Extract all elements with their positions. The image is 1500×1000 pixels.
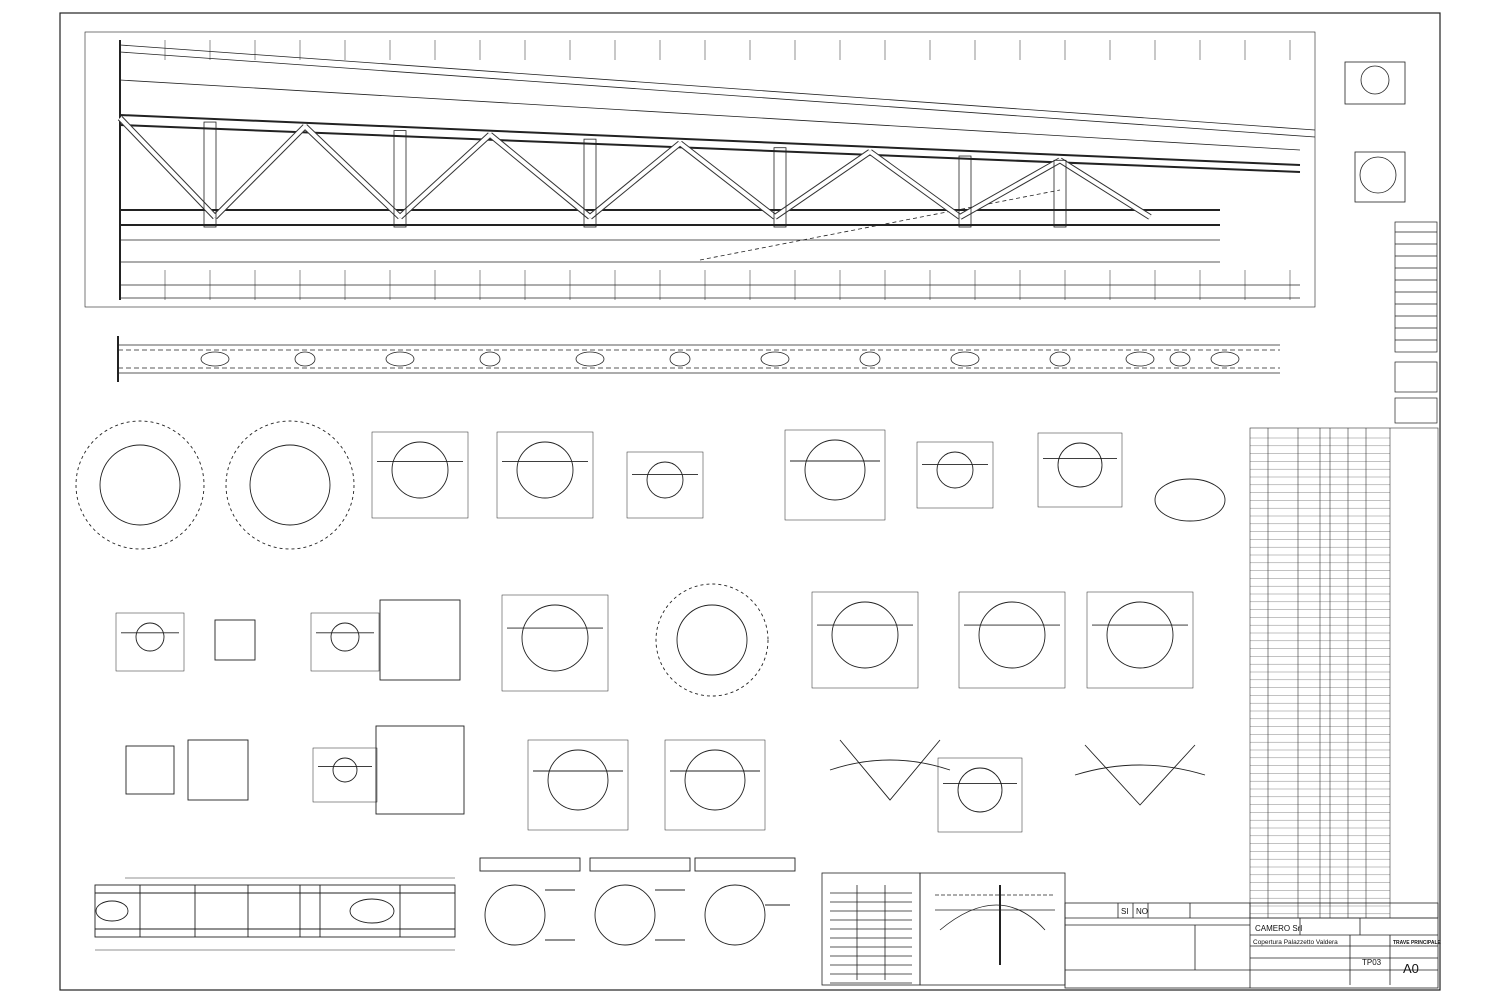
section-frame bbox=[664, 739, 766, 831]
section-frame bbox=[784, 429, 886, 521]
truss-elevation bbox=[84, 31, 1316, 308]
truss-vertical bbox=[203, 121, 217, 228]
plan-node bbox=[200, 351, 230, 367]
section-frame bbox=[115, 612, 185, 672]
plan-node bbox=[294, 351, 316, 367]
section-frame bbox=[501, 594, 609, 692]
section-tube bbox=[646, 461, 684, 499]
parts-list-table bbox=[1249, 427, 1439, 919]
drawing-title: TRAVE PRINCIPALE bbox=[1393, 940, 1442, 946]
plan-node bbox=[669, 351, 691, 367]
section-plate bbox=[375, 725, 465, 815]
section-frame bbox=[310, 612, 380, 672]
weld-tolerance-table bbox=[821, 872, 1066, 986]
section-frame bbox=[527, 739, 629, 831]
truss-plan-strip bbox=[117, 336, 1280, 382]
section-frame bbox=[937, 757, 1023, 833]
plan-node bbox=[859, 351, 881, 367]
section-tube bbox=[1106, 601, 1174, 669]
connection-detail bbox=[829, 739, 951, 801]
sheet-border bbox=[59, 12, 1441, 991]
truss-vertical bbox=[773, 147, 787, 228]
section-tube bbox=[135, 622, 165, 652]
plan-node bbox=[1210, 351, 1240, 367]
section-plate bbox=[187, 739, 249, 801]
section-frame bbox=[626, 451, 704, 519]
section-tube bbox=[391, 441, 449, 499]
connection-detail bbox=[1074, 744, 1206, 806]
bottom-beam-detail bbox=[94, 877, 456, 951]
truss-vertical bbox=[583, 138, 597, 228]
section-tube bbox=[249, 444, 331, 526]
plan-node bbox=[385, 351, 415, 367]
section-tube bbox=[1057, 442, 1103, 488]
truss-diagonal-inner bbox=[773, 150, 872, 219]
section-plate bbox=[125, 745, 175, 795]
section-frame bbox=[916, 441, 994, 509]
truss-diagonal-inner bbox=[588, 141, 682, 219]
revision-block bbox=[1394, 221, 1438, 424]
truss-diagonal-inner bbox=[868, 150, 962, 219]
section-frame bbox=[312, 747, 378, 803]
section-tube bbox=[831, 601, 899, 669]
truss-diagonal-inner bbox=[488, 133, 592, 219]
section-tube bbox=[684, 749, 746, 811]
truss-diagonal-inner bbox=[959, 158, 1061, 219]
truss-vertical bbox=[1053, 159, 1067, 228]
plan-node bbox=[479, 351, 501, 367]
plan-node bbox=[1169, 351, 1191, 367]
truss-vertical bbox=[393, 130, 407, 228]
plan-node bbox=[950, 351, 980, 367]
section-tube bbox=[99, 444, 181, 526]
drawing-number: TP03 bbox=[1362, 958, 1382, 967]
no-checkbox-label: NO bbox=[1136, 907, 1148, 916]
plan-node bbox=[1125, 351, 1155, 367]
section-frame bbox=[1037, 432, 1123, 508]
section-tube bbox=[516, 441, 574, 499]
section-tube bbox=[804, 439, 866, 501]
truss-diagonal-inner bbox=[118, 116, 217, 219]
truss-diagonal-inner bbox=[303, 124, 402, 219]
plan-node bbox=[760, 351, 790, 367]
section-details-top-right bbox=[1344, 61, 1406, 203]
sheet-size: A0 bbox=[1403, 961, 1419, 976]
section-tube bbox=[978, 601, 1046, 669]
section-tube bbox=[332, 757, 358, 783]
section-frame bbox=[811, 591, 919, 689]
section-frame bbox=[1086, 591, 1194, 689]
flange-bolt-circle bbox=[225, 420, 355, 550]
section-plate bbox=[214, 619, 256, 661]
project-name: Copertura Palazzetto Valdera bbox=[1253, 939, 1338, 946]
section-frame bbox=[496, 431, 594, 519]
section-frame bbox=[958, 591, 1066, 689]
plan-node bbox=[1049, 351, 1071, 367]
bottom-saddle-details bbox=[479, 857, 796, 946]
section-tube bbox=[521, 604, 589, 672]
section-tube bbox=[957, 767, 1003, 813]
section-plate bbox=[379, 599, 461, 681]
section-tube bbox=[547, 749, 609, 811]
plan-node bbox=[575, 351, 605, 367]
section-tube bbox=[936, 451, 974, 489]
title-block bbox=[1064, 902, 1439, 989]
truss-diagonal-inner bbox=[398, 133, 492, 219]
truss-diagonal-inner bbox=[213, 124, 307, 219]
section-tube bbox=[330, 622, 360, 652]
yes-checkbox-label: SI bbox=[1121, 907, 1129, 916]
section-frame bbox=[371, 431, 469, 519]
section-tube bbox=[676, 604, 748, 676]
flange-bolt-circle bbox=[75, 420, 205, 550]
truss-vertical bbox=[958, 155, 972, 228]
company-name: CAMERO Srl bbox=[1255, 924, 1302, 933]
section-tube bbox=[1154, 478, 1226, 522]
truss-diagonal-inner bbox=[1058, 158, 1152, 219]
flange-bolt-circle bbox=[655, 583, 769, 697]
truss-diagonal-inner bbox=[678, 141, 777, 219]
section-details bbox=[75, 420, 1226, 833]
